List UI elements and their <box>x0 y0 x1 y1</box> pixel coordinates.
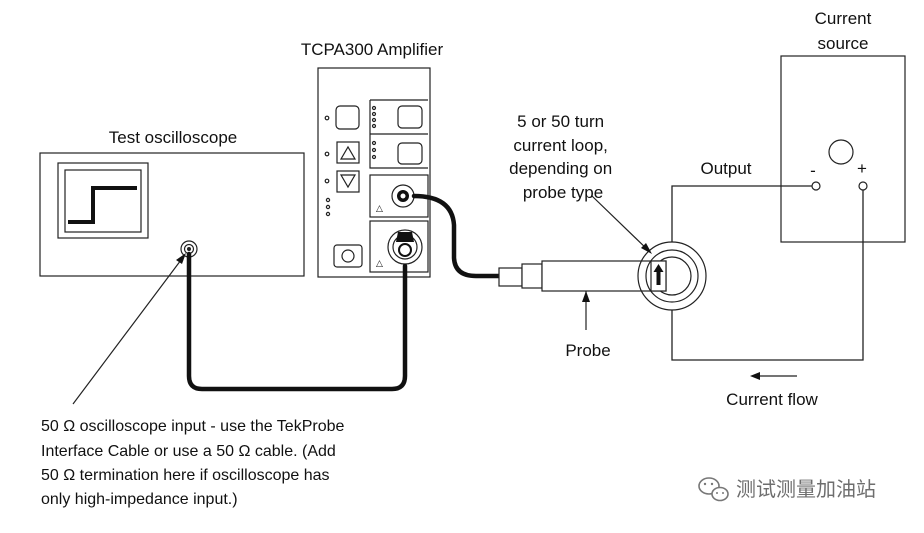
current-loop <box>591 195 707 311</box>
note-pointer-line <box>72 255 185 405</box>
tcpa300-amplifier: △ △ <box>317 67 431 278</box>
return-wire <box>671 190 864 361</box>
step-waveform <box>68 186 137 224</box>
front-panel-button <box>335 105 360 130</box>
minus-terminal-label: - <box>810 161 816 180</box>
current-flow-label: Current flow <box>726 390 818 409</box>
amplifier-probe-input-connector <box>387 229 423 265</box>
current-source-label-line1: Current <box>815 9 872 28</box>
current-direction-arrow-icon <box>653 264 664 285</box>
test-oscilloscope-label: Test oscilloscope <box>109 128 238 147</box>
range-up-button <box>336 141 360 164</box>
plus-terminal-label: + <box>857 159 867 178</box>
current-source <box>780 55 906 243</box>
range-down-button <box>336 170 360 193</box>
current-loop-label: 5 or 50 turn current loop, depending on … <box>509 112 617 202</box>
output-label: Output <box>700 159 751 178</box>
current-source-label-line2: source <box>817 34 868 53</box>
oscilloscope-input-note: 50 Ω oscilloscope input - use the TekPro… <box>41 418 349 508</box>
triangle-down-icon <box>339 174 357 189</box>
svg-text:△: △ <box>376 203 383 213</box>
degauss-button <box>333 244 363 268</box>
amplifier-label: TCPA300 Amplifier <box>301 40 444 59</box>
output-wire <box>671 185 812 242</box>
probe-cable <box>411 193 505 279</box>
current-source-knob <box>828 139 854 165</box>
current-probe <box>498 260 667 330</box>
tekprobe-interface-cable <box>186 251 408 392</box>
probe-label: Probe <box>565 341 610 360</box>
current-flow-arrow-icon <box>750 372 797 380</box>
probe-input-panel <box>369 220 429 273</box>
indicator-led <box>324 115 330 121</box>
test-oscilloscope <box>39 152 305 277</box>
wechat-icon <box>698 477 729 502</box>
watermark-text: 测试测量加油站 <box>736 478 876 501</box>
degauss-icon <box>341 249 355 263</box>
triangle-up-icon <box>339 145 357 160</box>
svg-text:△: △ <box>376 258 383 268</box>
